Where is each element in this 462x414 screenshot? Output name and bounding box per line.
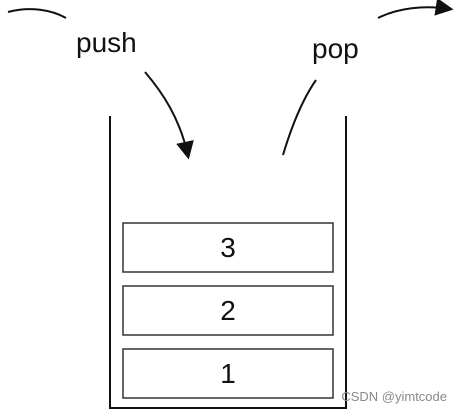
- stack-item-label: 2: [220, 295, 236, 326]
- push-arrow-tail: [7, 8, 67, 19]
- stack-item: 3: [122, 222, 334, 273]
- stack-item-label: 3: [220, 232, 236, 263]
- pop-arrow: [377, 0, 454, 19]
- pop-label: pop: [312, 33, 359, 64]
- stack-item: 2: [122, 285, 334, 336]
- stack-container: [109, 116, 347, 409]
- stack-item-label: 1: [220, 358, 236, 389]
- pop-arrow-tail: [282, 79, 317, 156]
- stack-item-box: [122, 348, 334, 399]
- stack-item: 1: [122, 348, 334, 399]
- watermark: CSDN @yimtcode: [341, 389, 447, 404]
- stack-item-box: [122, 285, 334, 336]
- stack-item-box: [122, 222, 334, 273]
- push-arrow: [144, 71, 194, 160]
- push-label: push: [76, 27, 137, 58]
